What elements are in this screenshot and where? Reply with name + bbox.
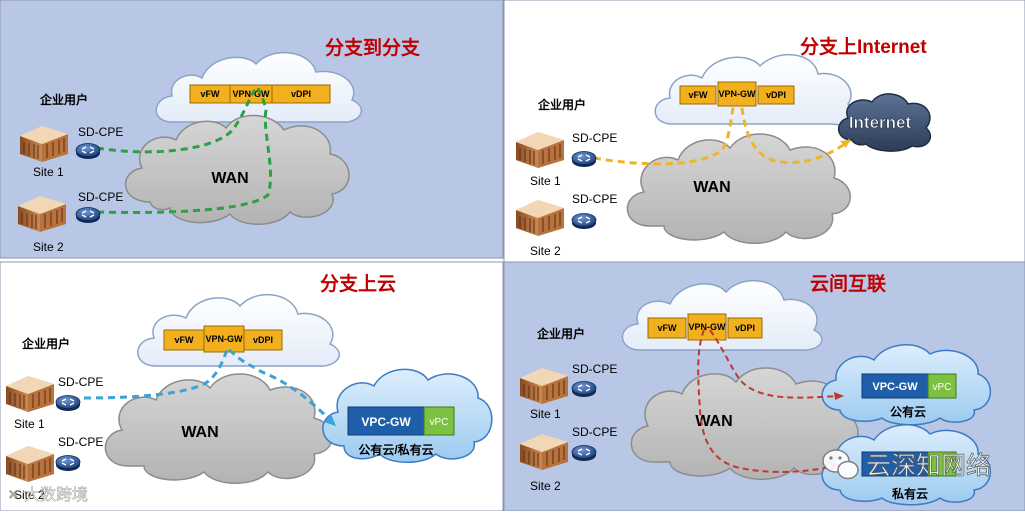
watermark-top: 云深知网络 [822,449,991,480]
site1-label: Site 1 [33,165,64,179]
vpc-gw-label: VPC-GW [361,415,411,429]
wan-label: WAN [181,424,218,441]
vnf-vfw: vFW [201,89,221,99]
site1-cpe-label: SD-CPE [58,375,103,389]
vnf-vdpi: vDPI [253,335,273,345]
watermark-logo-icon: ✕ [8,487,19,502]
wan-label: WAN [693,179,730,196]
wan-label: WAN [211,170,248,187]
panel-cloud-interconnect: 云间互联 vFW VPN-GW vDPI WAN VPC-GW vPC 公有云 … [503,261,1025,512]
private-vpc-box [927,451,957,477]
enterprise-user-label: 企业用户 [536,326,585,341]
site2-cpe-label: SD-CPE [78,190,123,204]
vpc-label: vPC [430,417,449,428]
vnf-vdpi: vDPI [291,89,311,99]
enterprise-user-label: 企业用户 [39,92,88,107]
enterprise-user-label: 企业用户 [21,336,70,351]
arrowhead [834,392,844,400]
vnf-vpn-gw: VPN-GW [206,334,244,344]
site1-cpe-label: SD-CPE [78,125,123,139]
path-red-public [709,329,841,399]
watermark-text: 云深知网络 [866,452,991,480]
vpc-box [423,406,455,436]
watermark-bottom: ✕ 大数跨境 [8,485,89,505]
vnf-vfw: vFW [175,335,195,345]
site1-cpe-icon [75,142,101,160]
site1-cpe-label: SD-CPE [572,362,617,376]
site2-cpe-icon [571,444,597,462]
site1-label: Site 1 [14,417,45,431]
path-green-2 [96,87,272,214]
site2-cpe-label: SD-CPE [572,425,617,439]
vnf-vfw: vFW [658,323,678,333]
vnf-vdpi: vDPI [766,90,786,100]
site1-cpe-label: SD-CPE [572,131,617,145]
panel-title: 云间互联 [810,273,886,295]
wan-cloud [104,373,333,484]
watermark-text: 大数跨境 [24,485,88,504]
public-vpc-gw-label: VPC-GW [872,381,918,393]
vnf-row: vFW VPN-GW vDPI [163,325,283,353]
panel-branch-to-cloud: 分支上云 vFW VPN-GW vDPI WAN VPC-GW vPC 公有云/… [0,261,504,512]
site2-label: Site 2 [14,488,45,502]
private-cloud-label: 私有云 [891,486,928,501]
cloud-label: 公有云/私有云 [358,442,433,457]
vnf-vpn-gw: VPN-GW [719,89,757,99]
internet-cloud [838,93,932,152]
panel-title: 分支上Internet [800,36,927,58]
wan-cloud [125,114,350,225]
site1-cpe-icon [571,380,597,398]
path-blue [83,345,334,424]
vnf-row: vFW VPN-GW vDPI [647,313,763,341]
site1-cpe-icon [55,394,81,412]
site2-cpe-label: SD-CPE [572,192,617,206]
vnf-vfw: vFW [689,90,709,100]
panel-title: 分支上云 [320,273,396,295]
site2-cpe-icon [571,212,597,230]
vnf-vdpi: vDPI [735,323,755,333]
arrowhead [324,414,336,426]
site2-label: Site 2 [530,479,561,493]
site1-cpe-icon [571,150,597,168]
public-cloud-label: 公有云 [890,404,926,419]
wechat-icon [822,449,859,480]
path-red-private [697,329,837,473]
public-vpc-box [927,373,957,399]
site1-label: Site 1 [530,174,561,188]
site1-label: Site 1 [530,407,561,421]
wan-label: WAN [695,413,732,430]
arrowhead [840,140,850,148]
panel-title: 分支到分支 [325,37,421,59]
site2-label: Site 2 [530,244,561,258]
path-green-1 [96,89,257,154]
vnf-row: vFW VPN-GW vDPI [679,81,795,107]
panel-branch-to-branch: 分支到分支 vFW VPN-GW vDPI WAN 企业用户 SD-CPE Si… [0,0,504,259]
path-orange-out [738,95,851,165]
site2-cpe-icon [55,454,81,472]
site2-label: Site 2 [33,240,64,254]
site2-cpe-label: SD-CPE [58,435,103,449]
enterprise-user-label: 企业用户 [537,97,586,112]
vnf-vpn-gw: VPN-GW [689,322,727,332]
public-vpc-label: vPC [933,382,952,393]
public-vpc-gw-box [861,373,929,399]
site2-cpe-icon [75,206,101,224]
internet-label: Internet [849,113,912,132]
panel-branch-to-internet: 分支上Internet vFW VPN-GW vDPI WAN Internet… [503,0,1025,263]
path-orange [593,95,737,166]
